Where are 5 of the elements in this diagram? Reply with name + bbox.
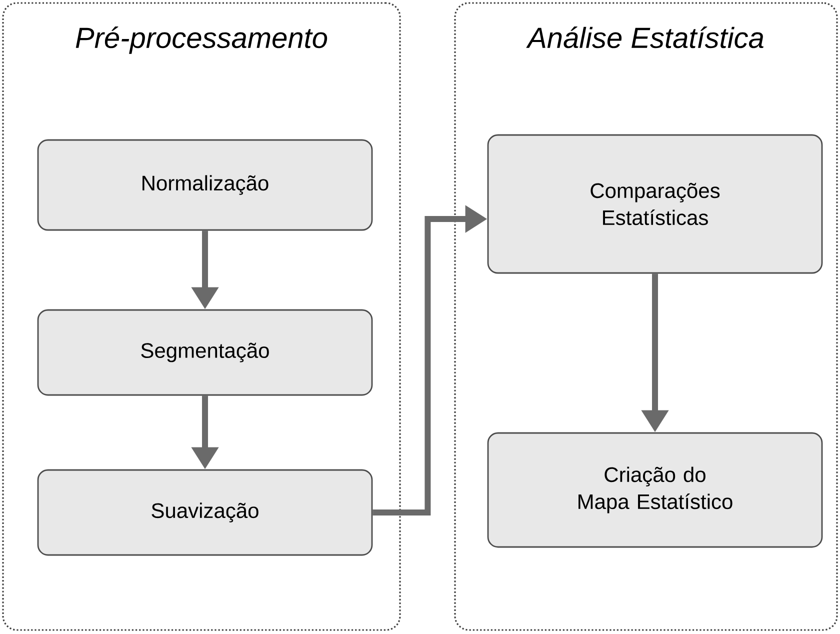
- process-box: Segmentação: [37, 309, 373, 396]
- process-box: Criação do Mapa Estatístico: [487, 432, 823, 548]
- process-box: Suavização: [37, 469, 373, 556]
- process-box: Comparações Estatísticas: [487, 134, 823, 274]
- process-box: Normalização: [37, 139, 373, 231]
